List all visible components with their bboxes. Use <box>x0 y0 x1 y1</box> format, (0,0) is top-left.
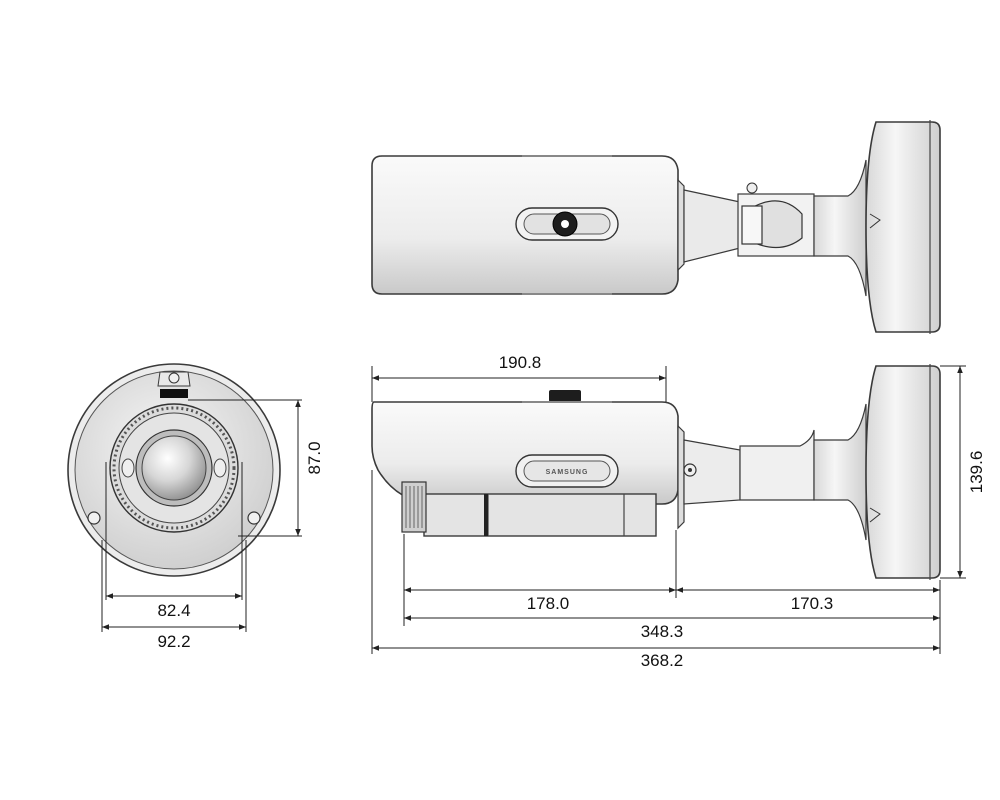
label-no-hood-length: 348.3 <box>641 622 684 641</box>
side-camera-body <box>423 493 657 537</box>
top-rear-cap <box>677 178 685 272</box>
side-rear-cap <box>677 424 685 530</box>
front-lens-glass <box>141 435 207 501</box>
front-view <box>67 363 281 577</box>
side-mount-base-notch <box>869 507 881 523</box>
top-adjust-knob-hub <box>561 220 569 228</box>
side-swivel <box>739 429 815 501</box>
side-lens-ring-ribs <box>405 486 423 528</box>
side-mount-arm <box>813 403 867 541</box>
label-camera-length: 178.0 <box>527 594 570 613</box>
dimension-lines <box>101 365 966 654</box>
side-logo-text: SAMSUNG <box>546 469 589 476</box>
front-inner-bracket <box>105 462 243 498</box>
label-front-outer-width: 92.2 <box>157 632 190 651</box>
top-swivel-screw <box>746 182 758 194</box>
top-view <box>371 120 941 334</box>
side-camera-body-stripe <box>484 494 488 536</box>
front-ir-ring-teeth <box>112 406 236 530</box>
label-housing-length: 190.8 <box>499 353 542 372</box>
label-mount-height: 139.6 <box>967 451 986 494</box>
front-top-screw <box>168 372 180 384</box>
label-front-inner-width: 82.4 <box>157 601 190 620</box>
dimension-labels: 87.0 82.4 92.2 190.8 139.6 178.0 170.3 3… <box>157 353 986 670</box>
side-top-knob <box>549 390 581 402</box>
top-mount-arm <box>813 159 867 297</box>
front-led-right <box>213 458 227 478</box>
side-mount-base <box>865 365 941 579</box>
top-swivel-clip <box>741 205 763 245</box>
front-left-screw <box>87 511 101 525</box>
top-mount-base <box>865 121 941 333</box>
label-total-length: 368.2 <box>641 651 684 670</box>
front-sensor-block <box>160 389 188 398</box>
label-front-height: 87.0 <box>305 441 324 474</box>
side-logo-badge-inner <box>523 460 611 482</box>
side-view: SAMSUNG <box>371 364 941 580</box>
front-led-left <box>121 458 135 478</box>
label-mount-length: 170.3 <box>791 594 834 613</box>
top-mount-base-notch <box>869 213 881 229</box>
front-right-screw <box>247 511 261 525</box>
side-neck-screw-hub <box>688 468 692 472</box>
top-bracket-neck <box>683 189 741 263</box>
